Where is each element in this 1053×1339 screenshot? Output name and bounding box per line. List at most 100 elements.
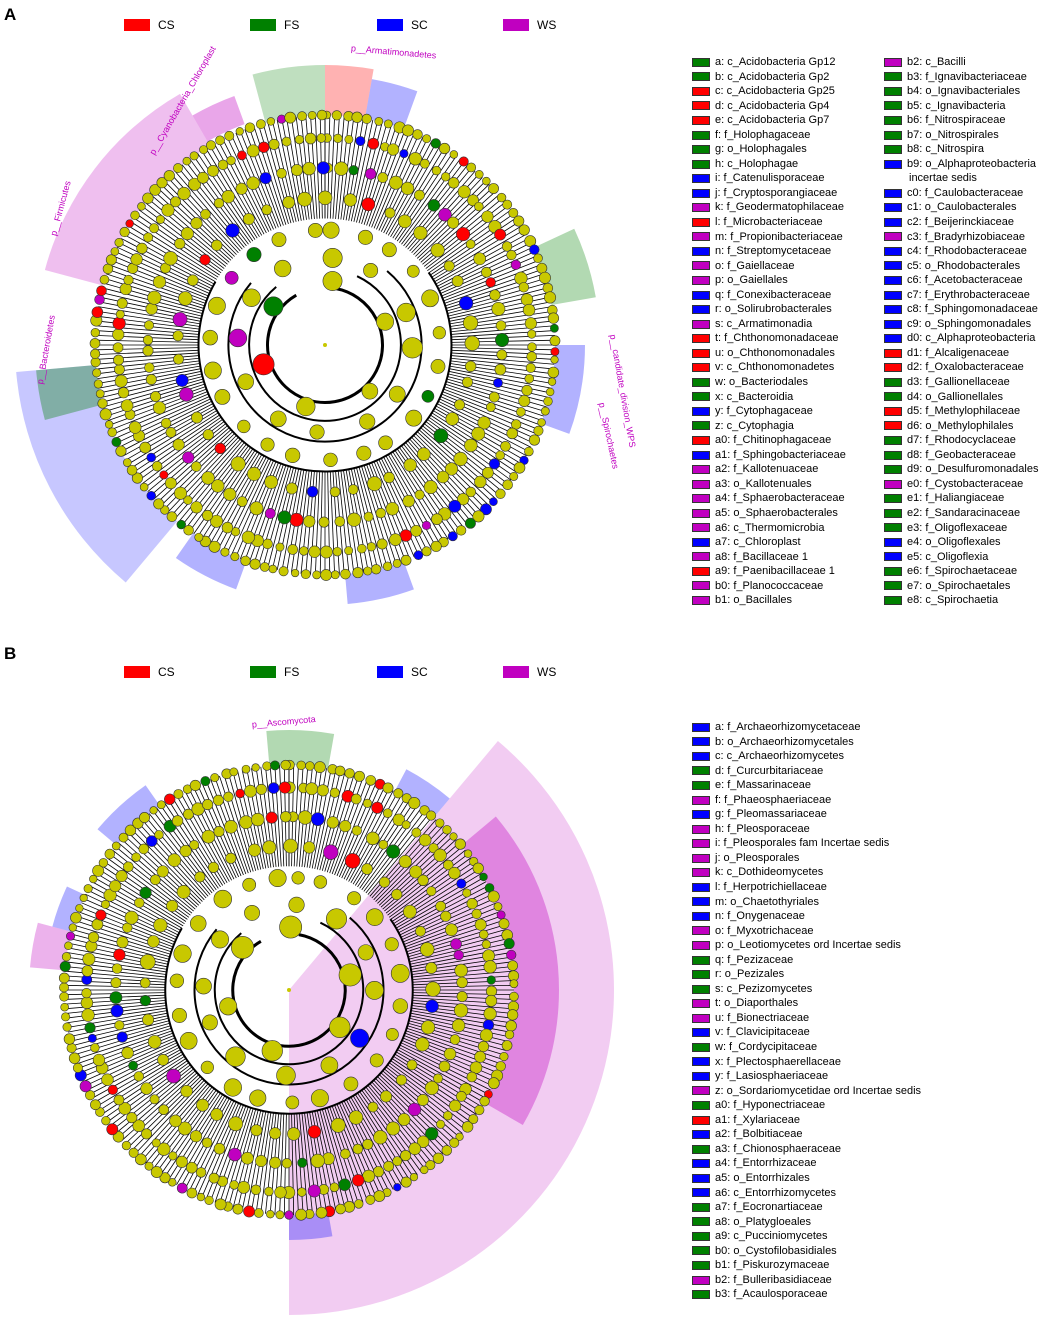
legend-text: a: c_Acidobacteria Gp12 — [715, 56, 836, 68]
panel-a-node — [388, 385, 406, 403]
legend-entry: a8: o_Platygloeales — [692, 1215, 921, 1230]
legend-swatch — [692, 926, 710, 936]
panel-a-node — [153, 275, 166, 289]
panel-a-node — [143, 232, 154, 243]
category-swatch — [250, 666, 276, 678]
panel-b-node — [316, 784, 329, 797]
legend-swatch — [884, 435, 902, 445]
panel-a-node — [139, 441, 152, 454]
legend-entry: w: o_Bacteriodales — [692, 375, 846, 390]
legend-text: c9: o_Sphingomonadales — [907, 317, 1032, 330]
panel-b-leaf-branch — [367, 816, 433, 895]
panel-a-node — [119, 226, 130, 238]
panel-b-leaf-branch — [98, 1055, 185, 1111]
legend-text: i: f_Pleosporales fam Incertae sedis — [715, 837, 890, 850]
legend-text: e6: f_Spirochaetaceae — [907, 565, 1018, 578]
panel-a-node — [316, 109, 328, 121]
legend-text: a1: f_Xylariaceae — [715, 1113, 800, 1126]
panel-a-node — [322, 221, 340, 239]
legend-text: q: f_Conexibacteraceae — [715, 288, 832, 301]
legend-entry: e6: f_Spirochaetaceae — [884, 564, 1038, 579]
legend-text: f: f_Phaeosphaeriaceae — [715, 793, 832, 806]
panel-a-node — [545, 387, 555, 397]
panel-b-node — [378, 839, 389, 850]
panel-a-node — [163, 170, 175, 182]
legend-swatch — [692, 1275, 710, 1285]
panel-a-node — [160, 505, 170, 515]
legend-text: a8: f_Bacillaceae 1 — [715, 550, 808, 563]
panel-a-node — [237, 373, 254, 391]
panel-a-node — [200, 209, 211, 220]
panel-a-node — [307, 110, 317, 120]
legend-text: e2: f_Sandaracinaceae — [907, 506, 1021, 519]
legend-entry: d: c_Acidobacteria Gp4 — [692, 99, 846, 114]
legend-entry: a6: c_Entorrhizomycetes — [692, 1186, 921, 1201]
legend-swatch — [692, 722, 710, 732]
panel-b-node — [505, 1020, 517, 1032]
legend-text: a1: f_Sphingobacteriaceae — [715, 448, 846, 461]
panel-a-node — [203, 361, 222, 380]
legend-entry: b2: c_Bacilli — [884, 55, 1038, 70]
legend-swatch — [692, 1042, 710, 1052]
panel-a-node — [197, 171, 209, 184]
panel-a-node — [120, 399, 134, 412]
panel-b-node — [435, 818, 445, 828]
panel-b-category-fs: FS — [250, 665, 299, 679]
panel-b-node — [461, 1121, 474, 1133]
panel-a-node — [113, 354, 124, 366]
panel-a-node — [332, 546, 342, 557]
panel-a-node — [146, 452, 157, 463]
panel-a-node — [458, 156, 469, 167]
panel-a-node — [447, 216, 460, 229]
legend-entry: d5: f_Methylophilaceae — [884, 404, 1038, 419]
legend-entry: y: f_Lasiosphaeriaceae — [692, 1069, 921, 1084]
legend-entry: u: f_Bionectriaceae — [692, 1011, 921, 1026]
category-swatch — [377, 19, 403, 31]
panel-b-node — [443, 1047, 457, 1061]
panel-b-leaf-branch — [83, 1039, 177, 1082]
panel-a-node — [525, 362, 536, 373]
legend-swatch — [692, 1290, 710, 1300]
panel-a-node — [451, 275, 464, 288]
panel-b-node — [169, 973, 185, 988]
panel-a-node — [522, 303, 536, 317]
panel-b-node — [350, 793, 362, 805]
panel-b-node — [124, 824, 137, 837]
panel-a-node — [421, 546, 432, 557]
panel-b-node — [92, 864, 105, 877]
panel-a-node — [92, 368, 102, 378]
panel-b-leaf-branch — [67, 1010, 168, 1028]
panel-a-node — [524, 373, 534, 384]
legend-text: r: o_Pezizales — [715, 968, 785, 981]
panel-a-node — [536, 262, 548, 274]
panel-b-node — [201, 1137, 213, 1148]
panel-b-node — [140, 954, 156, 970]
panel-a-node — [155, 214, 165, 224]
panel-a-root-node — [323, 343, 327, 347]
legend-entry: w: f_Cordycipitaceae — [692, 1040, 921, 1055]
panel-b-node — [440, 910, 452, 922]
panel-b-node — [305, 761, 315, 771]
panel-a-node — [449, 150, 459, 159]
legend-entry: e8: c_Spirochaetia — [884, 593, 1038, 608]
panel-a-node — [115, 445, 127, 457]
panel-a-node — [235, 127, 244, 136]
panel-a-node — [235, 182, 248, 195]
panel-a-clade-sector — [192, 95, 245, 142]
panel-a-node — [166, 511, 178, 522]
panel-a-node — [383, 471, 395, 484]
panel-b-node — [225, 852, 237, 864]
legend-text: h: f_Pleosporaceae — [715, 822, 810, 835]
legend-swatch — [692, 145, 710, 155]
panel-a-node — [145, 374, 157, 385]
panel-a-category-cs: CS — [124, 18, 175, 32]
panel-a-branch-arc — [197, 271, 453, 473]
panel-b-clade-sector — [29, 922, 72, 971]
panel-a-node — [224, 270, 239, 285]
legend-swatch — [692, 494, 710, 504]
legend-text: v: f_Clavicipitaceae — [715, 1026, 810, 1039]
legend-swatch — [884, 305, 902, 315]
panel-a-node — [453, 451, 468, 467]
panel-a-node — [413, 550, 424, 560]
panel-a-node — [481, 210, 494, 223]
